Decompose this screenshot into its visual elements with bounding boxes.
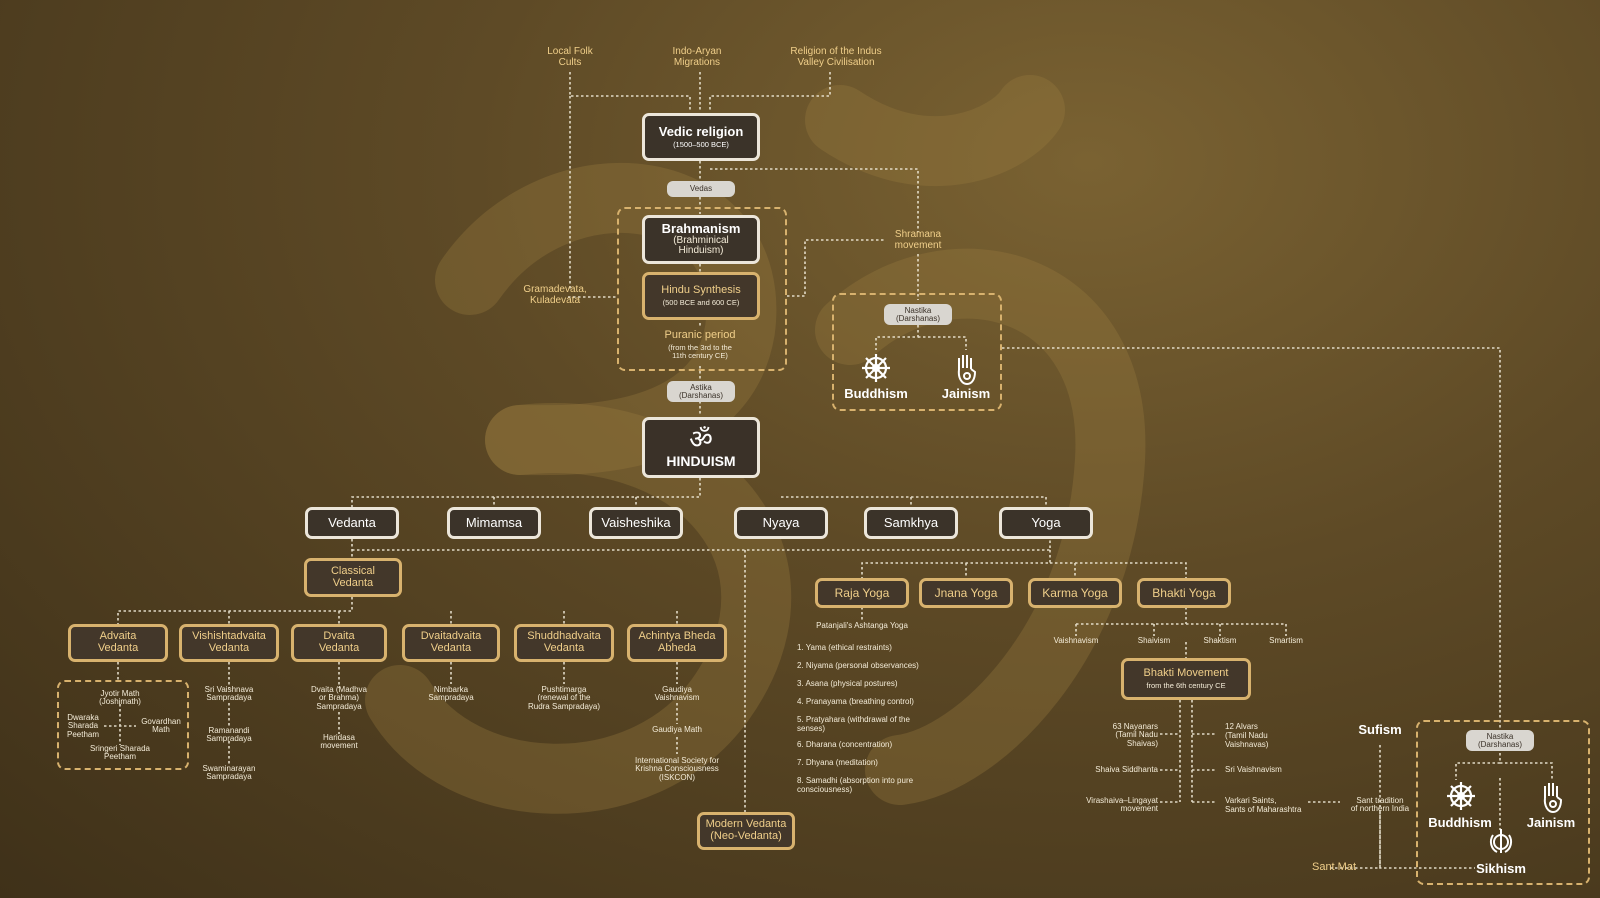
varkari-saints: Varkari Saints, Sants of Maharashtra xyxy=(1225,796,1302,814)
darshana-vedanta: Vedanta xyxy=(305,507,399,539)
tradition-shaktism: Shaktism xyxy=(1203,636,1237,645)
dharma-wheel-icon xyxy=(862,354,890,382)
sant-tradition: Sant tradition of northern India xyxy=(1350,796,1410,814)
ramanandi-sampradaya: Ramanandi Sampradaya xyxy=(206,726,252,744)
vedic-title: Vedic religion xyxy=(658,123,744,139)
limb-7: 7. Dhyana (meditation) xyxy=(797,758,878,767)
advaita-maths-group xyxy=(57,680,189,770)
brahmanism-group xyxy=(617,207,787,371)
limb-5: 5. Pratyahara (withdrawal of the senses) xyxy=(797,715,910,733)
hindu-synthesis-box: Hindu Synthesis (500 BCE and 600 CE) xyxy=(642,272,760,320)
shaiva-siddhanta: Shaiva Siddhanta xyxy=(1095,765,1158,774)
hindu-synthesis-title: Hindu Synthesis xyxy=(661,283,741,296)
vedas-pill: Vedas xyxy=(667,181,735,197)
nastika-pill-top: Nastika (Darshanas) xyxy=(884,304,952,325)
nayanars: 63 Nayanars (Tamil Nadu Shaivas) xyxy=(1112,722,1158,748)
yoga-bhakti: Bhakti Yoga xyxy=(1137,578,1231,608)
vedic-religion-box: Vedic religion (1500–500 BCE) xyxy=(642,113,760,161)
buddhism-label-right: Buddhism xyxy=(1428,815,1492,830)
puranic-period-title: Puranic period xyxy=(664,329,736,341)
sringeri-sharada-peetham: Sringeri Sharada Peetham xyxy=(89,744,151,762)
khanda-icon xyxy=(1489,829,1513,853)
limb-6: 6. Dharana (concentration) xyxy=(797,740,893,749)
sant-mat-label: Sant Mat xyxy=(1311,861,1357,873)
haridasa-movement: Haridasa movement xyxy=(320,733,358,751)
school-dvaita: Dvaita Vedanta xyxy=(291,624,387,662)
bhakti-movement-title: Bhakti Movement xyxy=(1143,666,1229,679)
jyotir-math: Jyotir Math (Joshimath) xyxy=(99,689,141,707)
yoga-raja: Raja Yoga xyxy=(815,578,909,608)
jainism-label-right: Jainism xyxy=(1526,815,1576,830)
yoga-karma: Karma Yoga xyxy=(1028,578,1122,608)
hinduism-box: ॐ HINDUISM xyxy=(642,417,760,478)
nastika-pill-right: Nastika (Darshanas) xyxy=(1466,730,1534,751)
om-icon: ॐ xyxy=(689,424,713,455)
virashaiva-lingayat: Virashaiva–Lingayat movement xyxy=(1086,796,1158,814)
alvars: 12 Alvars (Tamil Nadu Vaishnavas) xyxy=(1225,722,1269,749)
sri-vaishnava-sampradaya: Sri Vaishnava Sampradaya xyxy=(204,685,254,703)
dvaita-madhva-sampradaya: Dvaita (Madhva or Brahma) Sampradaya xyxy=(310,685,368,711)
nastika-group-top xyxy=(832,293,1002,411)
school-achintya-bheda-abheda: Achintya Bheda Abheda xyxy=(627,624,727,662)
school-vishishtadvaita: Vishishtadvaita Vedanta xyxy=(179,624,279,662)
source-indo-aryan-migrations: Indo-Aryan Migrations xyxy=(672,46,722,68)
pushtimarga: Pushtimarga (renewal of the Rudra Sampra… xyxy=(527,685,601,711)
buddhism-label-top: Buddhism xyxy=(844,386,908,401)
darshana-yoga: Yoga xyxy=(999,507,1093,539)
school-advaita: Advaita Vedanta xyxy=(68,624,168,662)
jain-hand-icon xyxy=(957,355,977,386)
hinduism-title: HINDUISM xyxy=(666,453,736,470)
gaudiya-math: Gaudiya Math xyxy=(652,725,702,734)
dharma-wheel-icon-right xyxy=(1447,782,1475,810)
source-indus-valley: Religion of the Indus Valley Civilisatio… xyxy=(790,46,882,68)
limb-2: 2. Niyama (personal observances) xyxy=(797,661,919,670)
brahmanism-title: Brahmanism xyxy=(661,221,741,237)
brahmanism-box: Brahmanism (Brahminical Hinduism) xyxy=(642,215,760,264)
sufism-label: Sufism xyxy=(1358,722,1402,737)
source-local-folk-cults: Local Folk Cults xyxy=(547,46,593,68)
gramadevata-label: Gramadevata, Kuladevata xyxy=(523,284,587,306)
classical-vedanta-box: Classical Vedanta xyxy=(304,558,402,597)
school-shuddhadvaita: Shuddhadvaita Vedanta xyxy=(514,624,614,662)
gaudiya-vaishnavism: Gaudiya Vaishnavism xyxy=(654,685,700,703)
tradition-shaivism: Shaivism xyxy=(1137,636,1171,645)
school-dvaitadvaita: Dvaitadvaita Vedanta xyxy=(402,624,500,662)
nimbarka-sampradaya: Nimbarka Sampradaya xyxy=(428,685,474,703)
darshana-nyaya: Nyaya xyxy=(734,507,828,539)
darshana-mimamsa: Mimamsa xyxy=(447,507,541,539)
vedic-period: (1500–500 BCE) xyxy=(673,140,729,150)
limb-4: 4. Pranayama (breathing control) xyxy=(797,697,914,706)
nastika-group-right xyxy=(1416,720,1590,885)
limb-3: 3. Asana (physical postures) xyxy=(797,679,898,688)
limb-1: 1. Yama (ethical restraints) xyxy=(797,643,892,652)
tradition-vaishnavism: Vaishnavism xyxy=(1053,636,1099,645)
bhakti-movement-box: Bhakti Movement from the 6th century CE xyxy=(1121,658,1251,700)
sri-vaishnavism: Sri Vaishnavism xyxy=(1225,765,1282,774)
patanjali-ashtanga-yoga: Patanjali's Ashtanga Yoga xyxy=(816,621,908,630)
sikhism-label: Sikhism xyxy=(1476,861,1526,876)
astika-pill: Astika (Darshanas) xyxy=(667,381,735,402)
shramana-label: Shramana movement xyxy=(894,229,942,251)
dwaraka-sharada-peetham: Dwaraka Sharada Peetham xyxy=(66,713,100,739)
govardhan-math: Govardhan Math xyxy=(141,717,181,735)
brahmanism-sub: (Brahminical Hinduism) xyxy=(673,234,729,257)
bhakti-movement-sub: from the 6th century CE xyxy=(1146,681,1226,691)
iskcon: International Society for Krishna Consci… xyxy=(634,756,720,782)
puranic-period-sub: (from the 3rd to the 11th century CE) xyxy=(668,343,732,360)
hindu-synthesis-sub: (500 BCE and 600 CE) xyxy=(662,298,740,308)
swaminarayan-sampradaya: Swaminarayan Sampradaya xyxy=(202,764,256,782)
jain-hand-icon-right xyxy=(1543,783,1563,814)
darshana-samkhya: Samkhya xyxy=(864,507,958,539)
limb-8: 8. Samadhi (absorption into pure conscio… xyxy=(797,776,914,794)
modern-vedanta-box: Modern Vedanta (Neo-Vedanta) xyxy=(697,812,795,850)
jainism-label-top: Jainism xyxy=(941,386,991,401)
tradition-smartism: Smartism xyxy=(1269,636,1303,645)
darshana-vaisheshika: Vaisheshika xyxy=(589,507,683,539)
yoga-jnana: Jnana Yoga xyxy=(919,578,1013,608)
